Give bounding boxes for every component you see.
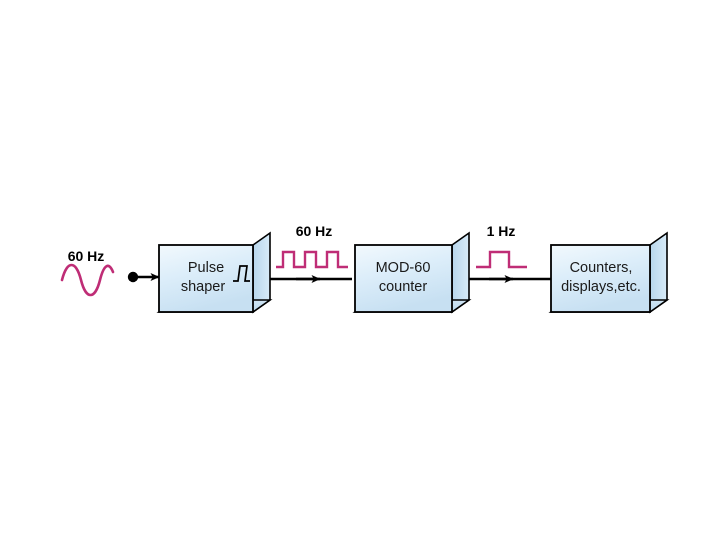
input-terminal-group bbox=[127, 271, 160, 283]
pulse-train-60hz bbox=[276, 250, 348, 269]
mod-60-counter-label-line1: MOD-60 bbox=[376, 260, 431, 276]
source-frequency-label: 60 Hz bbox=[68, 248, 105, 264]
counters-displays-face bbox=[550, 244, 651, 313]
counters-displays-label-line2: displays,etc. bbox=[561, 279, 641, 295]
source-signal-group: 60 Hz bbox=[60, 248, 115, 297]
signal-1hz-group: 1 Hz bbox=[469, 223, 551, 283]
pulse-glyph-icon bbox=[233, 265, 250, 282]
block-mod-60-counter: MOD-60 counter bbox=[352, 231, 472, 314]
counters-displays-label-line1: Counters, bbox=[570, 260, 633, 276]
mod-60-counter-face bbox=[354, 244, 453, 313]
mod-60-counter-label-line2: counter bbox=[379, 279, 428, 295]
sine-wave-60hz bbox=[60, 263, 115, 297]
signal-60hz-group: 60 Hz bbox=[270, 223, 352, 283]
block-pulse-shaper: Pulse shaper bbox=[156, 231, 273, 314]
single-pulse-1hz bbox=[476, 250, 527, 269]
input-dot bbox=[127, 271, 139, 283]
pulse-shaper-face bbox=[158, 244, 254, 313]
signal-60hz-label: 60 Hz bbox=[296, 223, 333, 239]
pulse-shaper-label-line1: Pulse bbox=[188, 260, 224, 276]
block-counters-displays: Counters, displays,etc. bbox=[548, 231, 670, 314]
pulse-shaper-label-line2: shaper bbox=[181, 279, 226, 295]
signal-1hz-label: 1 Hz bbox=[487, 223, 516, 239]
